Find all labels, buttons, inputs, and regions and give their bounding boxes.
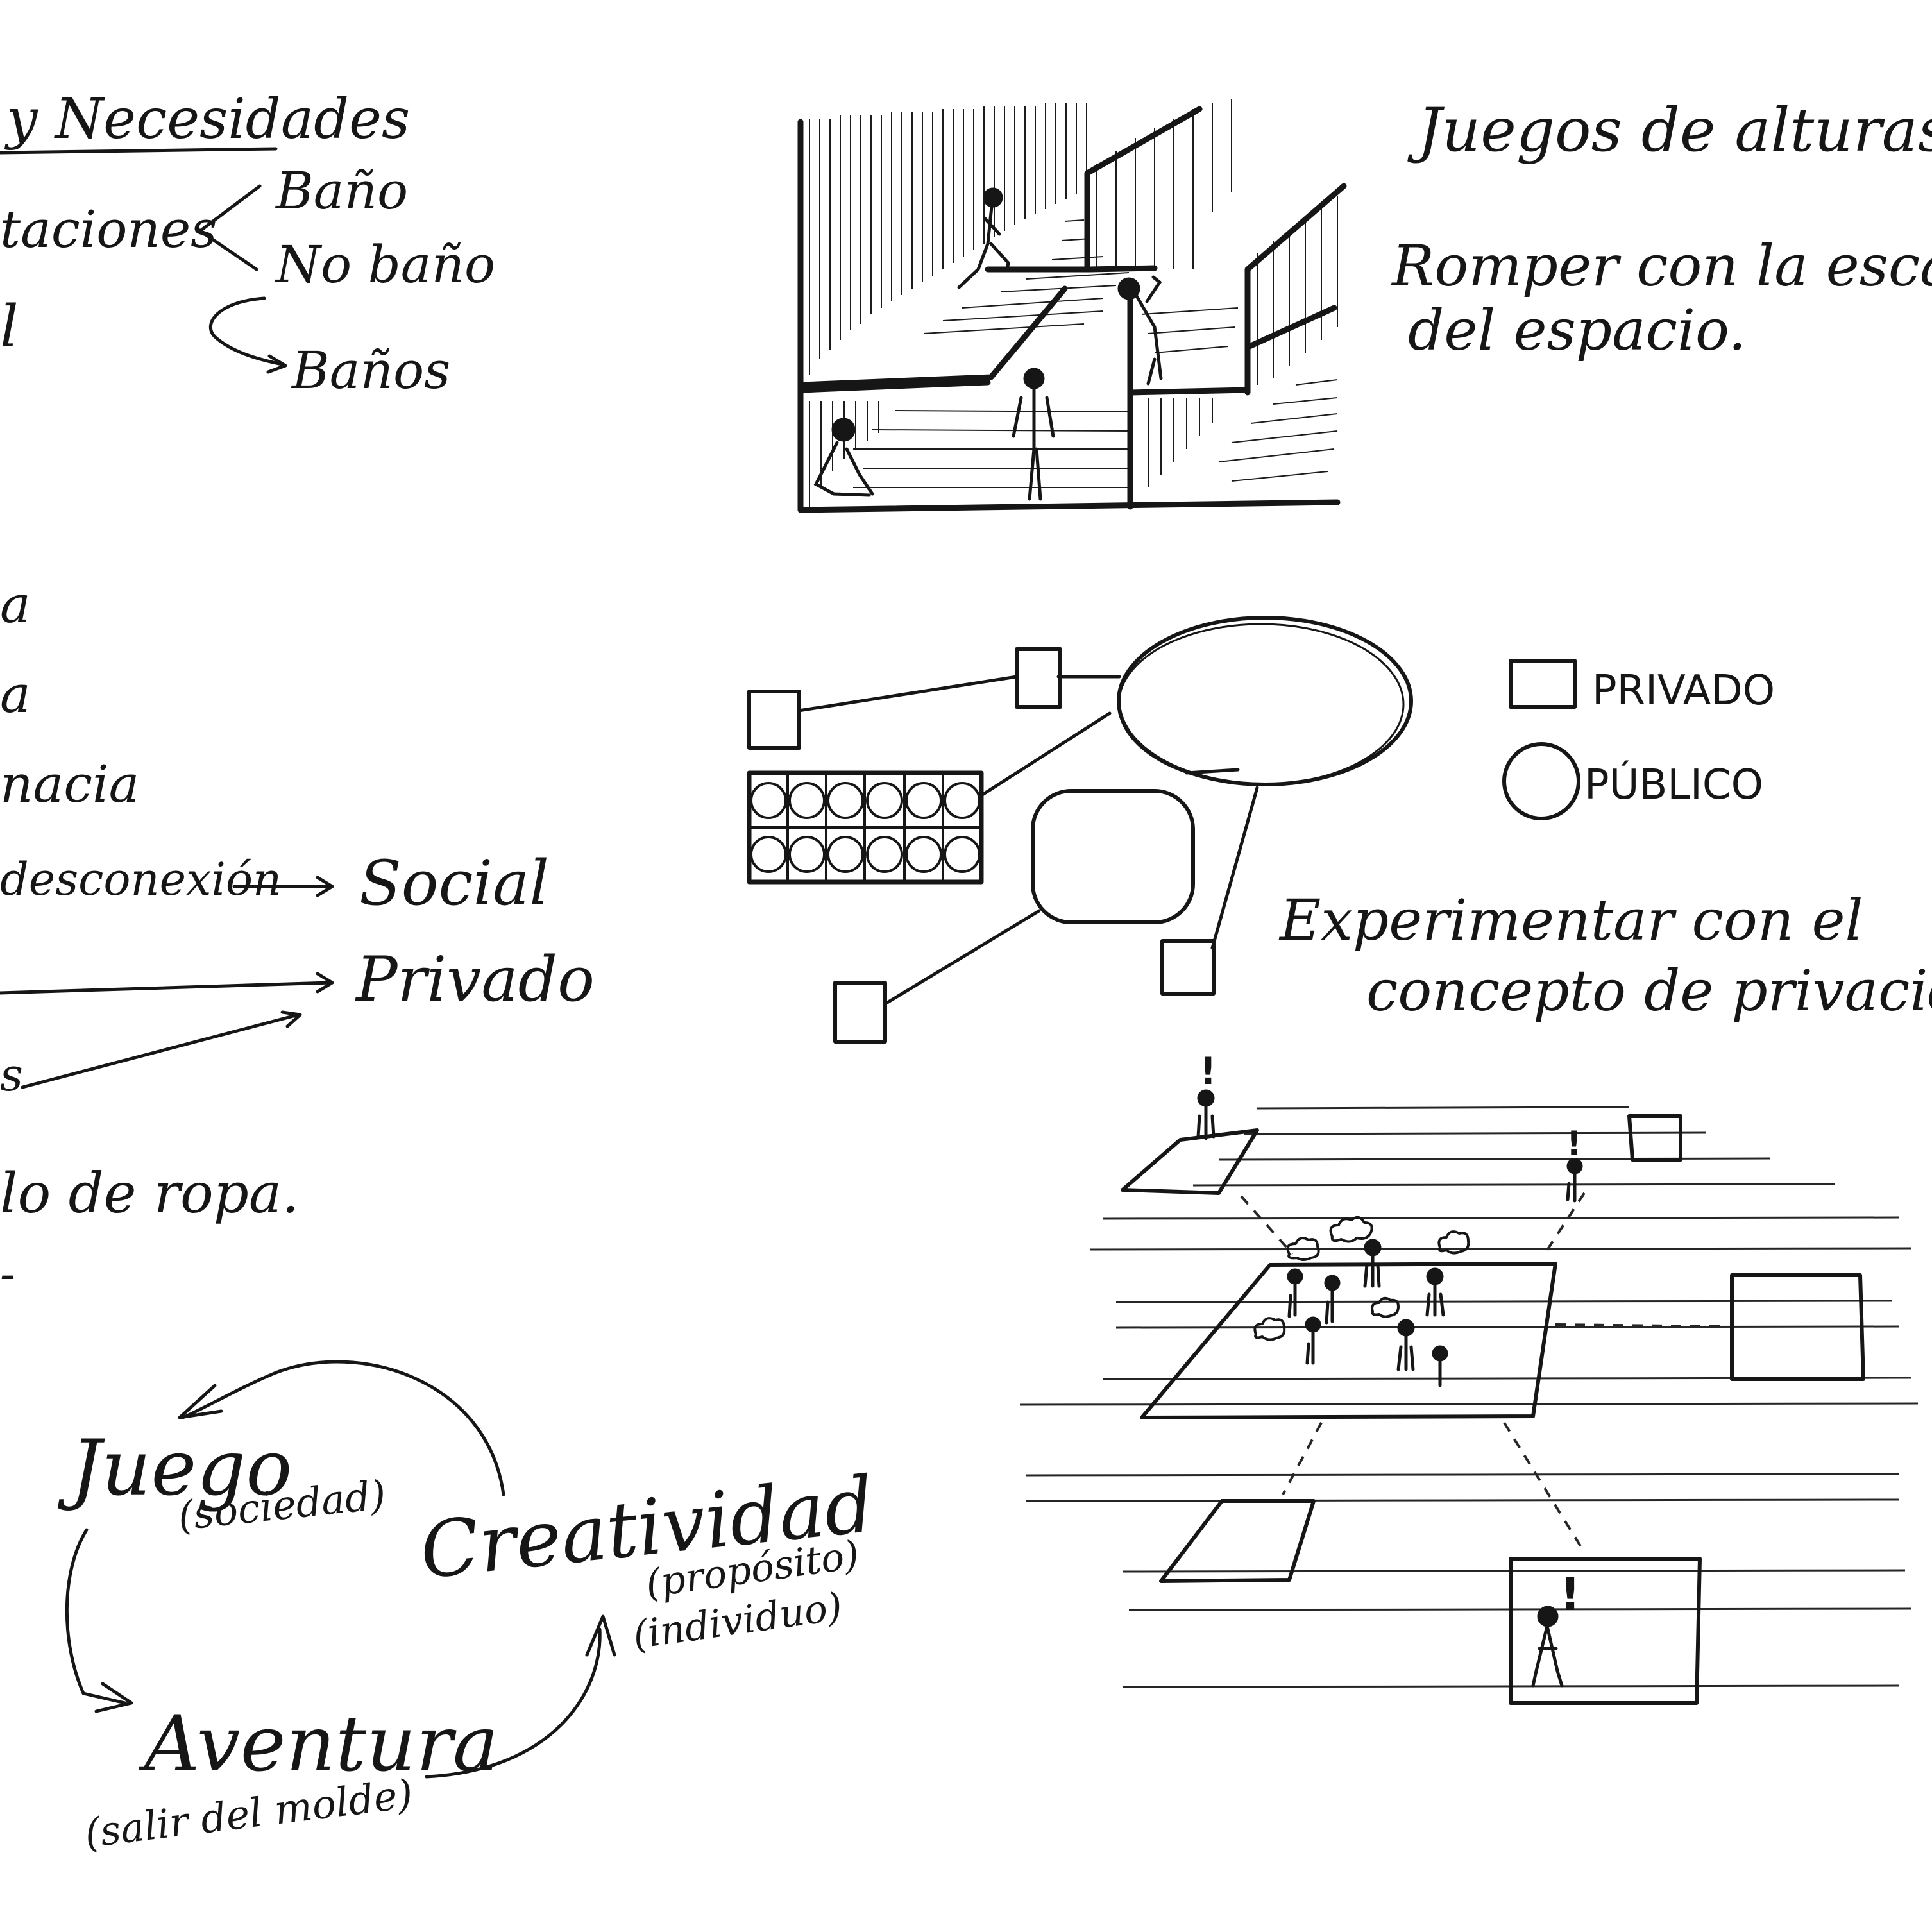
public-space-rounded [1031,789,1195,924]
legend-private-label: PRIVADO [1592,667,1775,715]
left-wall-hatch [809,103,1087,507]
ground-lines [1019,1106,1919,1688]
stray-letter: l [0,293,19,360]
legend-public-label: PÚBLICO [1584,760,1763,809]
note-frag-3: nacia [0,754,139,814]
heights-sketch: Juegos de alturas Romper con la escala d… [797,96,1932,513]
heights-outline [797,106,1347,513]
branch-no-bano: No baño [275,235,495,294]
cell-grid [747,770,984,885]
legend-public-circle [1502,742,1580,820]
platform-outlines [1121,1114,1865,1705]
private-room-bottom-left [833,981,887,1044]
back-wall-hatch [1096,99,1232,269]
heights-figures [813,187,1163,501]
figure-crouching [831,418,856,442]
exclaim-bottom: ! [1560,1568,1580,1621]
public-space-large [1117,616,1413,786]
figure-standing [1023,368,1045,389]
private-room-bottom-right [1160,939,1216,996]
cycle-juego: Juego [57,1424,292,1513]
arrow-to-social [232,876,334,897]
platform-center [1140,1262,1557,1419]
branch-banos: Baños [291,341,450,400]
note-social: Social [359,847,549,919]
curved-arrow-banos [208,296,284,366]
platforms-sketch: ! ! ! [1019,1049,1919,1705]
left-notes: y Necesidades taciones Baño No baño l Ba… [0,87,595,1300]
platform-bottom-left [1159,1499,1316,1583]
note-ropa: lo de ropa. [0,1162,299,1226]
figure-sitting-top [983,187,1003,208]
title-underline [0,147,278,155]
network-links [797,675,1259,1006]
cycle-aventura: Aventura [138,1700,498,1789]
privacy-diagram: PRIVADO PÚBLICO Experimentar con el conc… [747,616,1932,1044]
note-desconexion: desconexión [0,853,282,906]
arrow-to-privado-1 [0,972,334,995]
crowd-figures [1196,1089,1583,1688]
cycle-arrow-juego-aventura [65,1528,127,1705]
branch-bano: Baño [275,161,408,221]
privacy-caption-1: Experimentar con el [1278,887,1863,953]
exclaim-top-right: ! [1566,1124,1582,1163]
sightlines [1240,1192,1729,1554]
cell-grid-dividers [786,772,944,883]
heights-desc-2: del espacio. [1408,297,1746,363]
public-space-large-retrace [1117,623,1405,786]
heights-title: Juegos de alturas [1407,96,1932,165]
arrow-to-privado-2 [21,1010,302,1089]
platform-bottom-right [1509,1557,1702,1705]
platform-top-right [1627,1114,1682,1162]
branch-root-text: taciones [0,199,217,259]
cycle-diagram: Juego (sociedad) Creatividad (propósito)… [57,1360,878,1857]
branch-bracket [198,184,262,271]
figure-bending [1117,277,1140,300]
platform-top-left [1121,1128,1259,1195]
exclaim-top-left: ! [1199,1049,1216,1093]
privacy-legend: PRIVADO PÚBLICO [1502,659,1775,820]
note-frag-1: a [0,575,31,634]
cycle-arrow-creatividad-juego [181,1360,505,1496]
cycle-arrowhead-aventura [94,1682,133,1713]
arrow-head-banos [266,354,287,374]
platform-right [1730,1273,1865,1381]
right-block-hatch [1148,196,1338,487]
private-room-left [747,690,801,750]
floor-hatch [853,219,1338,488]
cell-grid-circles [750,782,981,873]
note-frag-2: a [0,665,31,724]
note-privado: Privado [355,944,595,1015]
cycle-arrowhead-juego [178,1384,223,1419]
note-frag-4: s [0,1049,23,1101]
note-frag-5: - [0,1248,15,1300]
private-room-top [1015,647,1062,709]
notes-title: y Necesidades [4,87,410,151]
heights-desc-1: Romper con la escala [1391,233,1932,299]
legend-private-square [1509,659,1577,709]
clouds [1253,1216,1470,1341]
cycle-arrowhead-creatividad [585,1614,616,1657]
privacy-caption-2: concepto de privacidad. [1366,958,1932,1024]
cycle-arrow-aventura-creatividad [425,1627,602,1779]
